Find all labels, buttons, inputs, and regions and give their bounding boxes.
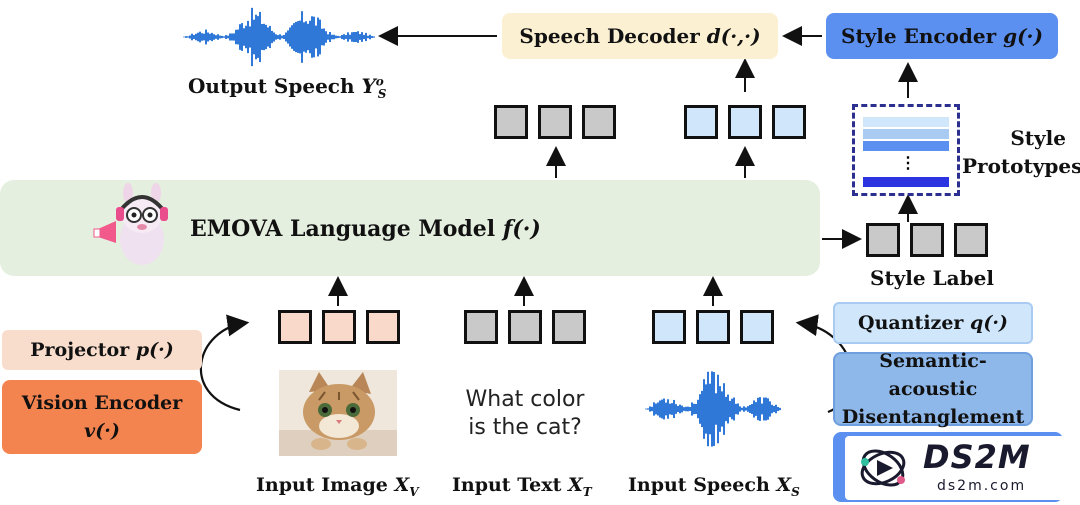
token [552, 310, 586, 344]
prototype-row [863, 129, 949, 139]
watermark-title: DS2M [923, 438, 1031, 476]
prototype-row [863, 177, 949, 187]
projector-box: Projector p(·) [2, 330, 202, 370]
token [740, 310, 774, 344]
input-question-text: What color is the cat? [465, 387, 585, 440]
speech-decoder-box: Speech Decoder d(·,·) [502, 13, 778, 59]
watermark: DS2M ds2m.com [845, 436, 1065, 500]
quantizer-box: Quantizer q(·) [833, 302, 1033, 344]
token [366, 310, 400, 344]
token [652, 310, 686, 344]
token [464, 310, 498, 344]
vision-encoder-box: Vision Encoder v(·) [2, 380, 202, 454]
input-speech-label: Input Speech XS [628, 474, 800, 499]
llama-mascot-icon [93, 183, 168, 265]
token [910, 223, 944, 257]
prototype-row [863, 117, 949, 127]
token [696, 310, 730, 344]
token [728, 105, 762, 139]
token [772, 105, 806, 139]
token [322, 310, 356, 344]
token [508, 310, 542, 344]
input-image-label: Input Image XV [256, 474, 419, 499]
token [866, 223, 900, 257]
token [538, 105, 572, 139]
style-prototypes-label: Style Prototypes [962, 126, 1080, 178]
prototype-dots: ⋮ [900, 153, 916, 172]
input-cat-image [279, 370, 397, 456]
watermark-subtitle: ds2m.com [937, 478, 1027, 494]
input-speech-waveform [645, 371, 781, 447]
token [582, 105, 616, 139]
output-speech-waveform [183, 7, 375, 67]
language-model-title: EMOVA Language Model f(·) [190, 216, 541, 242]
token [278, 310, 312, 344]
disentanglement-box: Semantic-acoustic Disentanglement [833, 350, 1033, 428]
token [684, 105, 718, 139]
token [954, 223, 988, 257]
output-speech-label: Output Speech YoS [188, 74, 387, 101]
style-prototypes-box: ⋮ [852, 104, 960, 196]
token [494, 105, 528, 139]
watermark-logo-icon [860, 449, 906, 487]
style-encoder-box: Style Encoder g(·) [826, 13, 1058, 59]
style-label-text: Style Label [870, 266, 994, 290]
curve-arrow-vision [199, 314, 250, 412]
input-text-label: Input Text XT [452, 474, 592, 499]
prototype-row [863, 141, 949, 151]
